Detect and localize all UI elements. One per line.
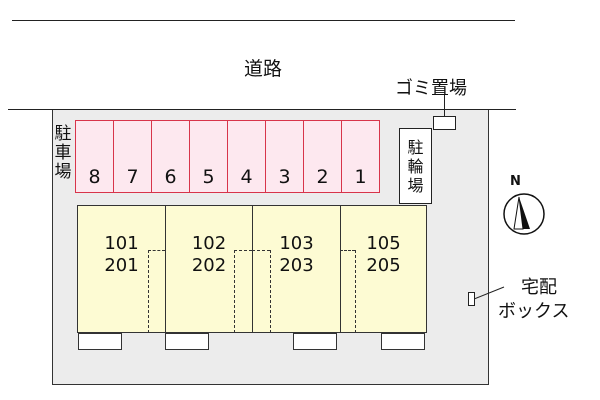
stall-number: 5 <box>202 166 215 188</box>
unit-block-3: 103 203 <box>252 205 341 333</box>
parking-label: 駐 車 場 <box>52 125 74 182</box>
partition-line <box>270 250 271 333</box>
road-edge-top <box>12 20 515 21</box>
stall-number: 6 <box>164 166 177 188</box>
stall-number: 1 <box>354 166 367 188</box>
unit-block-1: 101 201 <box>77 205 166 333</box>
road-label: 道路 <box>244 58 283 80</box>
partition-line <box>252 250 270 251</box>
entrance <box>293 333 337 350</box>
compass-icon <box>503 193 545 235</box>
unit-block-4: 105 205 <box>340 205 427 333</box>
unit-number-bottom: 201 <box>104 255 139 276</box>
delivery-box-label-line1: 宅配 <box>521 277 557 298</box>
unit-number-top: 102 <box>191 233 227 254</box>
entrance <box>381 333 425 350</box>
partition-line <box>234 250 235 333</box>
parking-label-char: 車 <box>54 143 72 163</box>
parking-stall: 4 <box>227 120 266 193</box>
stall-number: 4 <box>240 166 253 188</box>
partition-line <box>340 250 355 251</box>
bicycle-label-char: 駐 <box>407 137 424 157</box>
parking-label-char: 場 <box>54 162 72 182</box>
unit-block-2: 102 202 <box>165 205 253 333</box>
unit-number-bottom: 203 <box>279 255 314 276</box>
partition-line <box>148 250 149 333</box>
unit-number-bottom: 205 <box>366 255 401 276</box>
partition-line <box>234 250 252 251</box>
stall-number: 7 <box>126 166 139 188</box>
parking-stall: 5 <box>189 120 228 193</box>
partition-line <box>355 250 356 333</box>
bicycle-label-char: 輪 <box>407 156 424 176</box>
garbage-label: ゴミ置場 <box>395 78 467 99</box>
parking-stall: 2 <box>303 120 342 193</box>
parking-stall: 3 <box>265 120 304 193</box>
delivery-box-label-line2: ボックス <box>498 301 570 322</box>
parking-stall: 1 <box>341 120 380 193</box>
unit-number-top: 103 <box>279 233 314 254</box>
stall-number: 2 <box>316 166 329 188</box>
delivery-leader-line <box>474 286 505 300</box>
parking-stall: 8 <box>75 120 114 193</box>
stall-number: 8 <box>88 166 101 188</box>
parking-area: 8 7 6 5 4 3 2 1 <box>75 120 380 193</box>
garbage-station <box>433 116 456 130</box>
garbage-leader-line <box>444 95 445 117</box>
bicycle-parking: 駐 輪 場 <box>399 128 432 204</box>
unit-number-bottom: 202 <box>191 255 227 276</box>
parking-label-char: 駐 <box>54 124 72 144</box>
entrance <box>165 333 209 350</box>
compass-label: N <box>510 174 521 189</box>
unit-number-top: 101 <box>104 233 139 254</box>
bicycle-label-char: 場 <box>407 175 424 195</box>
stall-number: 3 <box>278 166 291 188</box>
parking-stall: 6 <box>151 120 190 193</box>
entrance <box>78 333 122 350</box>
parking-stall: 7 <box>113 120 152 193</box>
partition-line <box>148 250 165 251</box>
unit-number-top: 105 <box>366 233 401 254</box>
road-edge-bottom <box>8 109 516 110</box>
